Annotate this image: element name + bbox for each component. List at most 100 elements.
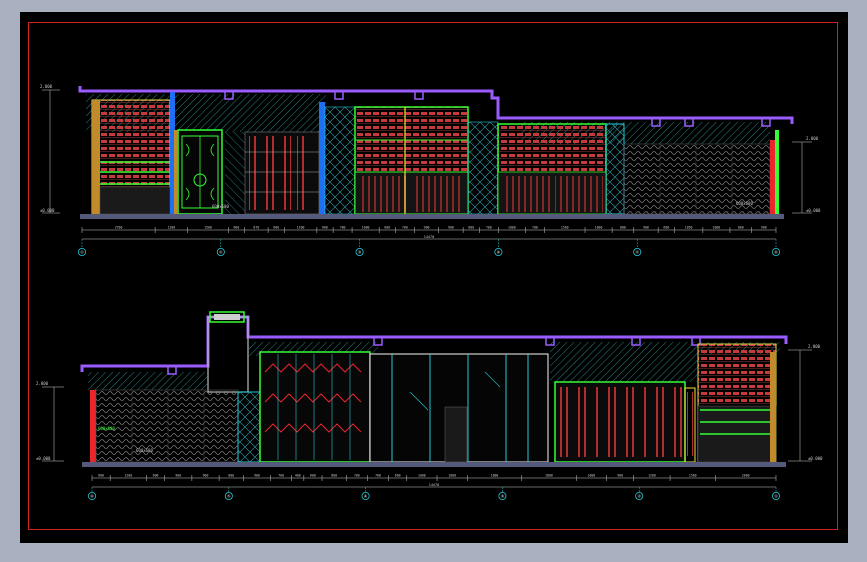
svg-text:±0.000: ±0.000	[40, 208, 55, 213]
dim-label: 700	[486, 226, 492, 230]
axis-label: ②	[637, 493, 641, 498]
top-lattice-screen	[324, 106, 356, 215]
axis-bubble	[224, 491, 233, 500]
dim-label: 600	[468, 226, 474, 230]
dim-label: 1000	[595, 226, 603, 230]
dim-label: 1000	[508, 226, 516, 230]
elevation-top: 600x600 600x600 2.800 ±0.000 2.800 ±0.00…	[40, 84, 821, 256]
elevation-drawing: 600x600 600x600 2.800 ±0.000 2.800 ±0.00…	[36, 84, 823, 500]
dim-label: 700	[375, 474, 381, 478]
axis-bubble	[88, 491, 97, 500]
dim-label: 700	[340, 226, 346, 230]
dim-label: 600	[663, 226, 669, 230]
axis-bubble	[635, 491, 644, 500]
axis-label: ②	[219, 249, 223, 254]
dim-label: 1000	[713, 226, 721, 230]
svg-text:2.800: 2.800	[808, 344, 821, 349]
bottom-left-level-marks: 2.800 ±0.000	[36, 381, 64, 462]
dim-label: 1500	[204, 226, 212, 230]
dim-label: 600	[322, 226, 328, 230]
dim-label: 2700	[115, 226, 123, 230]
axis-bubble	[78, 247, 87, 256]
dim-label: 600	[384, 226, 390, 230]
svg-text:2.800: 2.800	[806, 136, 819, 141]
dim-label: 600	[98, 474, 104, 478]
top-floor-line	[80, 214, 784, 219]
dim-label: 700	[354, 474, 360, 478]
dim-label: 900	[254, 474, 260, 478]
dim-label: 800	[331, 474, 337, 478]
axis-bubble	[772, 491, 781, 500]
dim-label: 800	[620, 226, 626, 230]
dim-label: 900	[424, 226, 430, 230]
axis-bubble	[216, 247, 225, 256]
drawing-frame	[28, 22, 838, 530]
dim-label: 1000	[448, 474, 456, 478]
dim-label: 800	[738, 226, 744, 230]
top-wave-panel	[623, 143, 771, 215]
dim-label: 900	[203, 474, 209, 478]
svg-text:2.800: 2.800	[40, 84, 53, 89]
dim-label: 700	[278, 474, 284, 478]
dim-label: 1000	[588, 474, 596, 478]
dim-label: 1050	[685, 226, 693, 230]
dim-total: 14470	[429, 483, 440, 487]
top-left-level-marks: 2.800 ±0.000	[40, 84, 60, 214]
top-tag-right: 600x600	[736, 201, 753, 206]
axis-bubble	[355, 247, 364, 256]
dim-label: 1500	[689, 474, 697, 478]
dim-label: 600	[395, 474, 401, 478]
bottom-right-level-marks: 2.800 ±0.000	[788, 344, 823, 462]
axis-bubble	[494, 247, 503, 256]
dim-label: 1500	[561, 226, 569, 230]
dim-label: 870	[253, 226, 259, 230]
bottom-dimension-chain: 600 1200 600 900 900 800 900 700 400 600 800 700 700…	[91, 474, 777, 488]
axis-label: ①	[80, 249, 84, 254]
axis-label: ③	[501, 493, 505, 498]
dim-label: 700	[402, 226, 408, 230]
top-dimension-chain: 2700 1200 1500 600 870 600 1200 600 700 1000 600 70…	[81, 226, 777, 240]
dim-label: 900	[175, 474, 181, 478]
axis-label: ④	[497, 249, 501, 254]
bottom-tag-left: 600x600	[98, 426, 115, 431]
dim-label: 1800	[491, 474, 499, 478]
axis-bubble	[772, 247, 781, 256]
dim-label: 700	[532, 226, 538, 230]
dim-label: 900	[643, 226, 649, 230]
dim-label: 600	[153, 474, 159, 478]
dim-label: 600	[273, 226, 279, 230]
axis-label: ⑥	[774, 249, 778, 254]
svg-text:±0.000: ±0.000	[806, 208, 821, 213]
elevation-bottom: 600x600 600x600	[36, 311, 823, 500]
dim-label: 1200	[168, 226, 176, 230]
axis-label: ⑥	[90, 493, 94, 498]
dim-label: 600	[234, 226, 240, 230]
axis-label: ⑤	[635, 249, 639, 254]
bottom-zigzag-display	[259, 351, 371, 463]
axis-label: ③	[358, 249, 362, 254]
bottom-floor-line	[82, 462, 786, 467]
dim-label: 1200	[124, 474, 132, 478]
bottom-wave-panel	[95, 389, 239, 463]
dim-label: 1000	[362, 226, 370, 230]
dim-label: 900	[617, 474, 623, 478]
dim-label: 400	[295, 474, 301, 478]
dim-label: 1000	[418, 474, 426, 478]
axis-label: ④	[364, 493, 368, 498]
drawing-sheet: 600x600 600x600 2.800 ±0.000 2.800 ±0.00…	[20, 12, 848, 543]
svg-text:±0.000: ±0.000	[36, 456, 51, 461]
dim-label: 600	[310, 474, 316, 478]
dim-total: 14470	[424, 235, 435, 239]
dim-label: 1200	[297, 226, 305, 230]
axis-bubble	[633, 247, 642, 256]
dim-label: 800	[228, 474, 234, 478]
top-axis-bubbles: ① ② ③ ④ ⑤ ⑥	[78, 239, 781, 256]
dim-label: 900	[761, 226, 767, 230]
dim-label: 2000	[742, 474, 750, 478]
dim-label: 1800	[545, 474, 553, 478]
svg-text:±0.000: ±0.000	[808, 456, 823, 461]
top-right-level-marks: 2.800 ±0.000	[792, 136, 821, 214]
top-tag-left: 600x600	[212, 204, 229, 209]
axis-label: ①	[774, 493, 778, 498]
